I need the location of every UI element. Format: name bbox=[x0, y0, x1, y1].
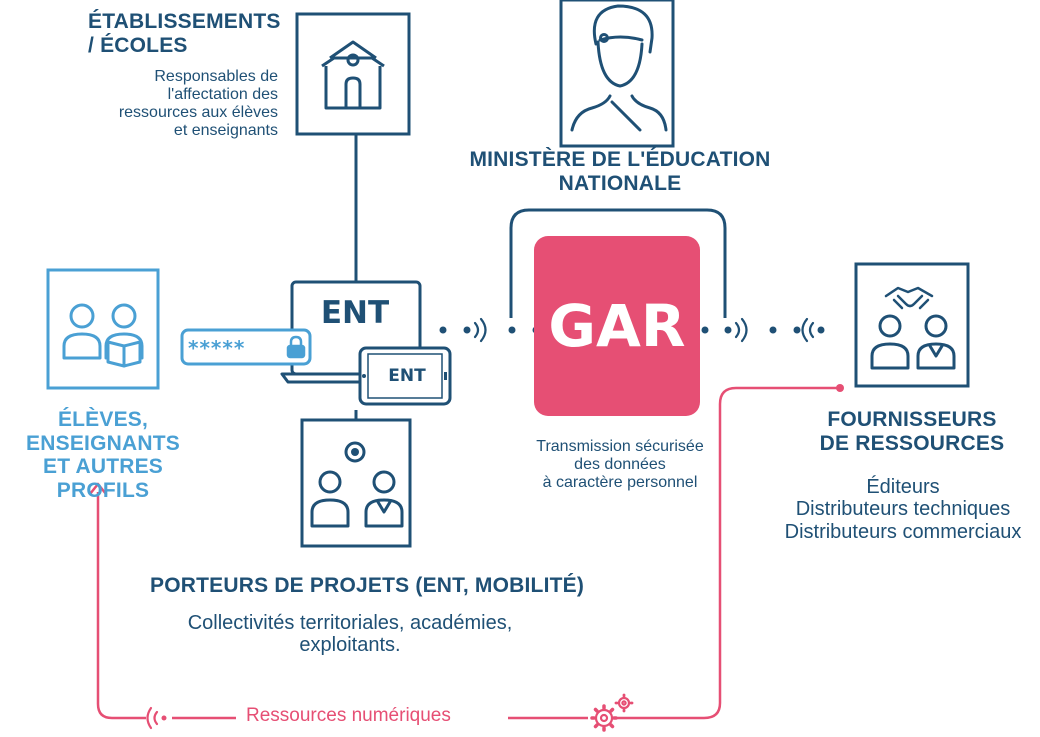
fournisseurs-title-line1: FOURNISSEURS bbox=[827, 408, 997, 431]
tablet-icon bbox=[358, 346, 452, 406]
resources-flow-line-up bbox=[96, 492, 146, 720]
password-mask: ***** bbox=[188, 336, 246, 360]
fournisseurs-list-item: Éditeurs bbox=[866, 476, 940, 498]
etablissements-desc-line: et enseignants bbox=[173, 121, 278, 139]
suppliers-people-icon bbox=[870, 314, 956, 370]
etablissements-title-line1: ÉTABLISSEMENTS bbox=[88, 10, 281, 33]
gear-icon bbox=[590, 693, 634, 732]
eleves-line: ENSEIGNANTS bbox=[26, 431, 180, 455]
fournisseurs-list: Éditeurs Distributeurs techniques Distri… bbox=[766, 476, 1040, 543]
etablissements-desc-line: l'affectation des bbox=[167, 85, 278, 103]
globe-core bbox=[351, 448, 359, 456]
fournisseurs-list-item: Distributeurs techniques bbox=[795, 498, 1011, 521]
flow-origin-dot bbox=[836, 384, 844, 392]
ministere-title: MINISTÈRE DE L'ÉDUCATION NATIONALE bbox=[450, 148, 790, 195]
gar-caption-line: à caractère personnel bbox=[542, 473, 698, 491]
ressources-label: Ressources numériques bbox=[240, 705, 457, 727]
ent-tablet-label: ENT bbox=[388, 366, 426, 386]
etablissements-title-line2: / ÉCOLES bbox=[88, 33, 188, 57]
minister-portrait-icon bbox=[570, 4, 668, 132]
project-holders-icon bbox=[310, 441, 404, 528]
porteurs-title: PORTEURS DE PROJETS (ENT, MOBILITÉ) bbox=[150, 574, 585, 597]
etablissements-description: Responsables de l'affectation des ressou… bbox=[60, 68, 278, 140]
password-field bbox=[180, 328, 312, 366]
etablissements-desc-line: ressources aux élèves bbox=[118, 103, 278, 121]
providers-box bbox=[854, 262, 970, 388]
ent-label: ENT bbox=[320, 295, 390, 331]
porteurs-description: Collectivités territoriales, académies, … bbox=[150, 612, 550, 657]
school-icon bbox=[321, 40, 385, 110]
etablissements-desc-line: Responsables de bbox=[154, 68, 278, 85]
gar-to-providers-signal bbox=[701, 317, 825, 343]
lock-icon bbox=[286, 335, 306, 359]
resources-flow-line-right bbox=[612, 386, 840, 720]
eleves-line: ÉLÈVES, bbox=[57, 408, 149, 431]
school-box bbox=[295, 12, 411, 136]
flow-arrow-head bbox=[88, 482, 108, 496]
ministere-title-line2: NATIONALE bbox=[558, 171, 682, 195]
eleves-title: ÉLÈVES, ENSEIGNANTS ET AUTRES PROFILS bbox=[0, 408, 206, 502]
students-icon bbox=[62, 303, 144, 368]
eleves-line: ET AUTRES PROFILS bbox=[42, 455, 164, 502]
gar-caption-line: des données bbox=[574, 455, 666, 473]
porteurs-desc-line1: Collectivités territoriales, académies, bbox=[187, 612, 513, 634]
fournisseurs-title-line2: DE RESSOURCES bbox=[819, 431, 1005, 455]
etablissements-title: ÉTABLISSEMENTS / ÉCOLES bbox=[88, 10, 281, 57]
porteurs-desc-line2: exploitants. bbox=[299, 634, 401, 657]
ent-to-gar-signal bbox=[439, 317, 540, 343]
ministry-bracket bbox=[509, 208, 727, 318]
gar-block: GAR bbox=[534, 236, 700, 416]
fournisseurs-title: FOURNISSEURS DE RESSOURCES bbox=[812, 408, 1012, 455]
gar-caption-line: Transmission sécurisée bbox=[536, 438, 704, 455]
fournisseurs-list-item: Distributeurs commerciaux bbox=[784, 520, 1022, 543]
students-box bbox=[46, 268, 160, 390]
ministry-box bbox=[559, 0, 675, 148]
ministere-title-line1: MINISTÈRE DE L'ÉDUCATION bbox=[469, 148, 771, 171]
gar-caption: Transmission sécurisée des données à car… bbox=[510, 438, 730, 492]
signal-icon bbox=[146, 706, 167, 730]
handshake-icon bbox=[884, 286, 934, 310]
